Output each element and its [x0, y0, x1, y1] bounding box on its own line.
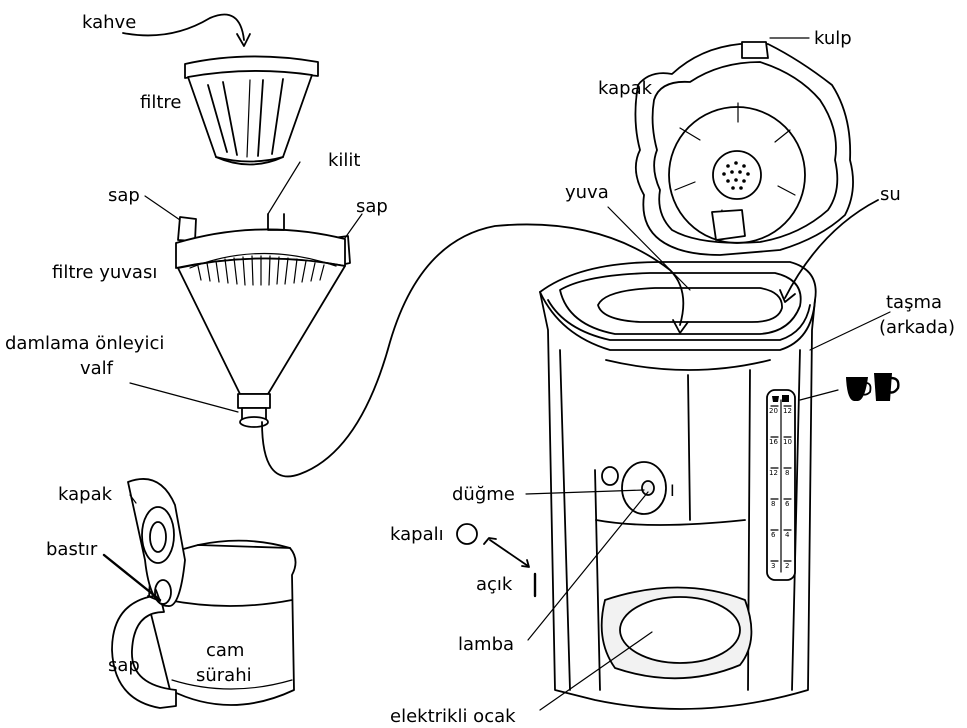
label-dugme: düğme — [452, 484, 515, 505]
switch-on-mark: I — [670, 481, 675, 500]
label-bastir: bastır — [46, 539, 98, 560]
double-arrow-icon — [489, 539, 529, 567]
label-sap-left: sap — [108, 185, 140, 206]
gauge-cup-icon — [772, 396, 779, 402]
label-filtre: filtre — [140, 92, 181, 113]
label-surahi: sürahi — [196, 665, 252, 686]
label-su: su — [880, 184, 901, 205]
label-tasma-line1: taşma — [886, 292, 942, 313]
gauge-left-tick: 6 — [771, 531, 776, 539]
gauge-left-tick: 12 — [769, 469, 778, 477]
gauge-left-tick: 16 — [769, 438, 778, 446]
off-circle-icon — [456, 523, 478, 545]
gauge-right-tick: 4 — [785, 531, 790, 539]
label-sap-right: sap — [356, 196, 388, 217]
label-yuva: yuva — [565, 182, 609, 203]
gauge-left-tick: 8 — [771, 500, 775, 508]
label-kapali: kapalı — [390, 524, 444, 545]
labels: kahve filtre kilit sap sap filtre yuvası… — [5, 12, 955, 727]
leader-lines — [102, 13, 891, 711]
label-damlama-line2: valf — [80, 358, 114, 379]
label-cam: cam — [206, 640, 244, 661]
label-lamba: lamba — [458, 634, 514, 655]
gauge-numbers: 20 16 12 8 6 3 12 10 8 6 4 2 — [769, 407, 792, 570]
label-damlama-line1: damlama önleyici — [5, 333, 164, 354]
cup-icon — [846, 377, 868, 401]
gauge-right-tick: 2 — [785, 562, 789, 570]
label-kilit: kilit — [328, 150, 360, 171]
glass-carafe — [111, 478, 297, 709]
power-indicators — [456, 373, 900, 598]
label-kapak-carafe: kapak — [58, 484, 113, 505]
label-kulp: kulp — [814, 28, 852, 49]
label-filtre-yuvasi: filtre yuvası — [52, 262, 157, 283]
gauge-left-tick: 3 — [771, 562, 775, 570]
gauge-mug-icon — [782, 395, 789, 402]
label-kapak-lid: kapak — [598, 78, 653, 99]
gauge-right-tick: 6 — [785, 500, 790, 508]
filter-holder — [175, 213, 351, 428]
gauge-right-tick: 8 — [785, 469, 789, 477]
label-tasma-line2: (arkada) — [879, 317, 955, 338]
gauge-left-tick: 20 — [769, 407, 778, 415]
indicator-lamp — [641, 480, 655, 496]
gauge-right-tick: 12 — [783, 407, 792, 415]
filter — [184, 55, 319, 166]
label-acik: açık — [476, 574, 513, 595]
label-kahve: kahve — [82, 12, 136, 33]
mug-icon — [874, 373, 892, 401]
label-elektrikli-ocak: elektrikli ocak — [390, 706, 516, 727]
coffee-maker — [539, 41, 854, 710]
gauge-right-tick: 10 — [783, 438, 792, 446]
label-sap-carafe: sap — [108, 655, 140, 676]
